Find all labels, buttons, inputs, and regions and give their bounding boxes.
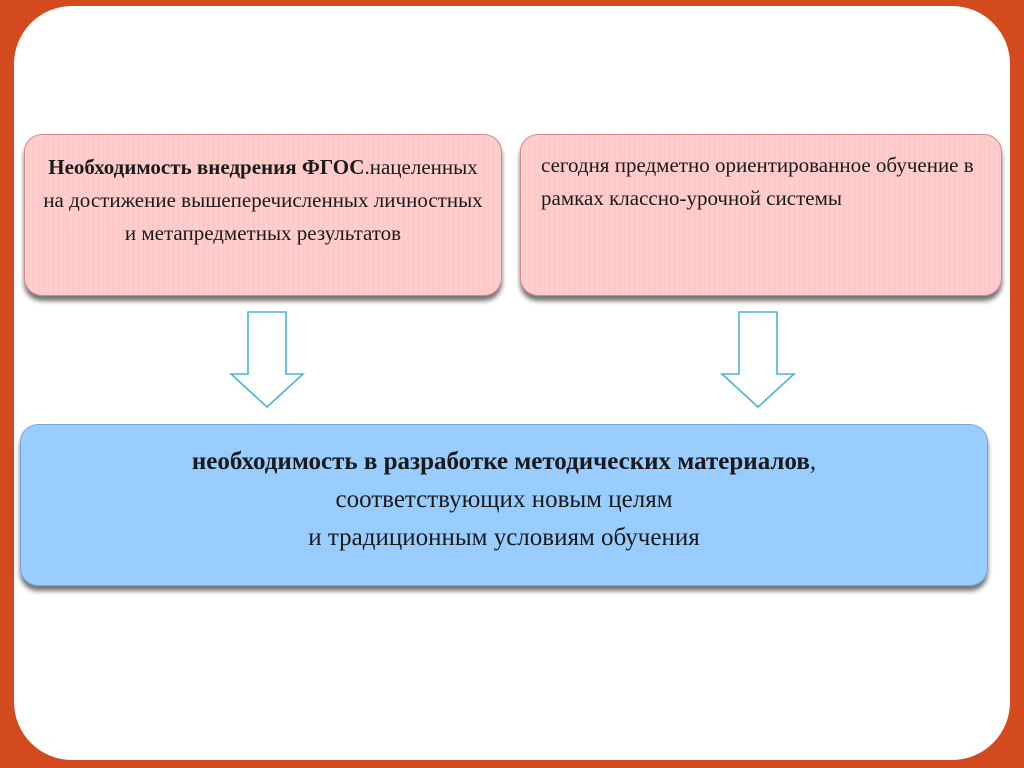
methodical-line-2: соответствующих новым целям (335, 486, 673, 513)
fgos-need-box: Необходимость внедрения ФГОС.нацеленных … (24, 134, 502, 296)
current-teaching-text: сегодня предметно ориентированное обучен… (541, 153, 974, 210)
methodical-line-1: необходимость в разработке методических … (21, 443, 987, 481)
methodical-materials-box: необходимость в разработке методических … (20, 424, 988, 586)
current-teaching-box: сегодня предметно ориентированное обучен… (520, 134, 1002, 296)
slide-panel (14, 6, 1010, 760)
methodical-line-3: и традиционным условиям обучения (308, 524, 700, 551)
down-arrow-left-icon (229, 311, 305, 409)
down-arrow-right-icon (720, 311, 796, 409)
fgos-need-rest: .нацеленных на достижение вышеперечислен… (43, 155, 483, 245)
methodical-comma: , (809, 448, 817, 475)
methodical-bold: необходимость в разработке методических … (191, 448, 810, 475)
fgos-need-bold: Необходимость внедрения ФГОС (48, 155, 365, 179)
